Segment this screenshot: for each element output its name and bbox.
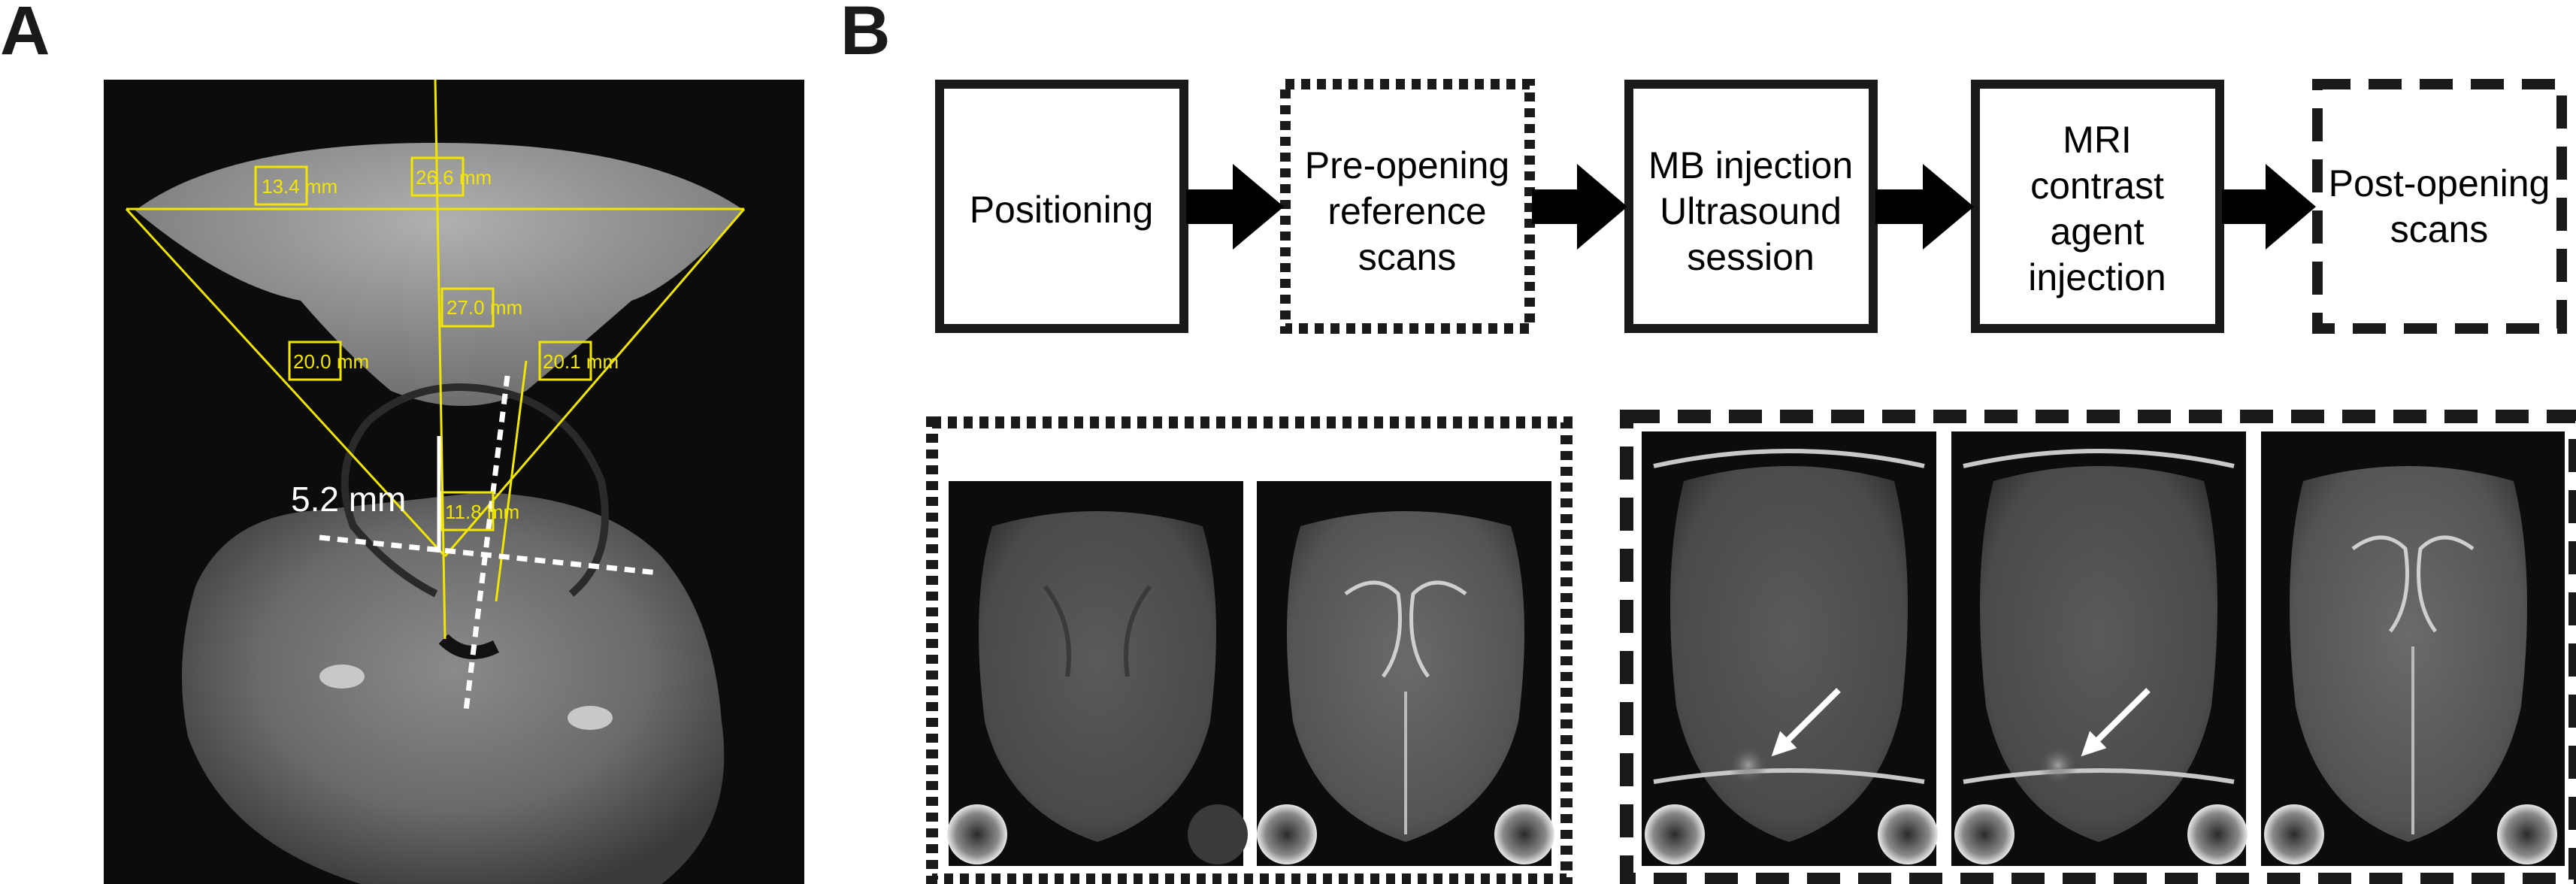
vessel-right: [568, 706, 613, 730]
mri-scan-t2-pre: [1257, 481, 1554, 866]
lesion-arrow: [2081, 688, 2151, 757]
mri-scan-contrast-1: [1642, 431, 1938, 866]
step-label: reference: [1327, 190, 1486, 232]
target-line-vertical: [463, 375, 510, 711]
axis-line: [434, 79, 446, 640]
step-box-contrast-injection: [1971, 80, 2224, 333]
post-opening-scans: [1642, 431, 2565, 866]
step-label: MB injection: [1648, 144, 1853, 186]
step-label: injection: [2028, 256, 2166, 298]
mri-scan-contrast-2: [1951, 431, 2248, 866]
workflow: Positioning Pre-opening reference scans …: [935, 79, 2567, 334]
measurement-label: 26.6 mm: [416, 166, 492, 189]
step-label: Pre-opening: [1305, 144, 1509, 186]
flow-arrow: [1875, 164, 1974, 250]
measurement-label: 13.4 mm: [262, 175, 338, 198]
step-box-pre-opening: [1280, 79, 1535, 334]
step-label: MRI: [2063, 119, 2132, 161]
measurement-label: 27.0 mm: [446, 296, 522, 319]
pre-opening-scans: [947, 481, 1554, 866]
lesion-arrow: [1771, 688, 1841, 757]
vessel-left: [319, 665, 365, 689]
measurement-label: 20.0 mm: [293, 350, 369, 373]
flow-arrow: [1186, 164, 1284, 250]
panel-label-b: B: [840, 0, 890, 69]
flow-arrow: [2222, 164, 2316, 250]
step-label: Post-opening: [2329, 162, 2550, 204]
step-box-positioning: [935, 80, 1188, 333]
step-label: contrast: [2030, 165, 2164, 207]
step-label: session: [1687, 236, 1815, 278]
skull-contour: [365, 383, 609, 597]
measurement-label: 20.1 mm: [543, 350, 619, 373]
mri-scan-t2-post: [2261, 431, 2565, 866]
cone-edge-right: [443, 208, 746, 557]
step-box-mb-injection: [1624, 80, 1878, 333]
cone-edge-left: [125, 207, 446, 558]
mri-scan-t1-pre: [947, 481, 1248, 866]
target-line-horizontal: [319, 534, 658, 576]
step-label: Ultrasound: [1660, 190, 1842, 232]
guide-line: [495, 360, 528, 602]
depth-label: 5.2 mm: [291, 480, 406, 519]
mri-planning-image: 13.4 mm 26.6 mm 27.0 mm 20.0 mm 20.1 mm …: [104, 79, 804, 884]
flow-arrow: [1532, 164, 1627, 250]
step-label: scans: [2390, 208, 2489, 250]
step-label: Positioning: [970, 189, 1154, 231]
panel-label-a: A: [0, 0, 50, 69]
step-box-post-opening: [2312, 79, 2567, 334]
step-label: agent: [2050, 210, 2144, 253]
head-section: [182, 492, 725, 884]
measurement-label: 11.8 mm: [445, 501, 519, 523]
step-label: scans: [1358, 236, 1457, 278]
